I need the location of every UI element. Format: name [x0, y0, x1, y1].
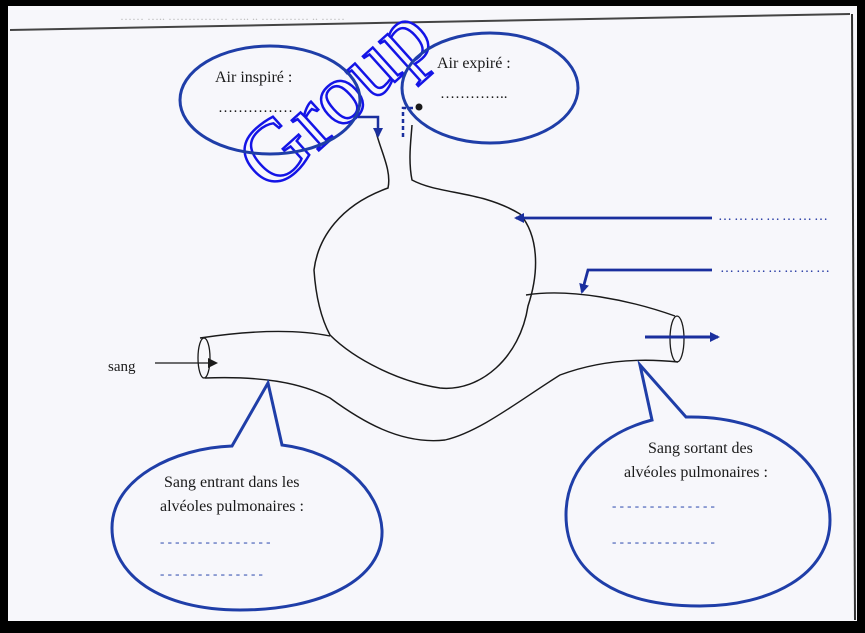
air-expire-bubble	[400, 31, 580, 145]
air-inspire-label: Air inspiré :	[215, 69, 292, 86]
sang-label: sang	[108, 359, 136, 375]
right-edge-line	[851, 13, 856, 621]
air-expire-blank: …………..	[440, 86, 508, 102]
sang-entrant-blank2: - - - - - - - - - - - - - -	[160, 566, 263, 581]
sang-sortant-blank1: - - - - - - - - - - - - - -	[612, 498, 715, 513]
capillary-upper-wall-right	[525, 292, 676, 317]
bronchiole-alveolus-outline	[313, 124, 537, 390]
capillary-upper-wall	[199, 330, 331, 339]
air-inspire-bubble	[178, 44, 362, 156]
pointer-dots-1: …………………	[718, 209, 830, 224]
sang-entrant-blank1: - - - - - - - - - - - - - - -	[160, 534, 270, 549]
inhale-arrow-icon	[358, 115, 383, 138]
air-expire-label: Air expiré :	[437, 55, 511, 72]
paper-background	[8, 6, 857, 621]
exhale-arrow-icon	[401, 106, 418, 137]
capillary-outlet-opening	[669, 315, 685, 363]
sang-sortant-line2: alvéoles pulmonaires :	[624, 464, 768, 481]
sang-entrant-line1: Sang entrant dans les	[164, 474, 300, 491]
sang-entrant-bubble	[110, 378, 384, 612]
air-inspire-blank: ……………	[218, 100, 293, 116]
sang-sortant-bubble	[564, 359, 832, 608]
faded-header-text: …… ….. …………… ….. .. ………… .. ……	[120, 9, 345, 23]
pointer-arrow-2-icon	[579, 268, 712, 294]
exhale-arrow-head	[415, 103, 423, 111]
pointer-dots-2: …………………	[720, 261, 832, 276]
capillary-lower-wall	[204, 359, 679, 442]
sang-sortant-line1: Sang sortant des	[648, 440, 753, 457]
sang-entrant-line2: alvéoles pulmonaires :	[160, 498, 304, 515]
sang-sortant-blank2: - - - - - - - - - - - - - -	[612, 534, 715, 549]
